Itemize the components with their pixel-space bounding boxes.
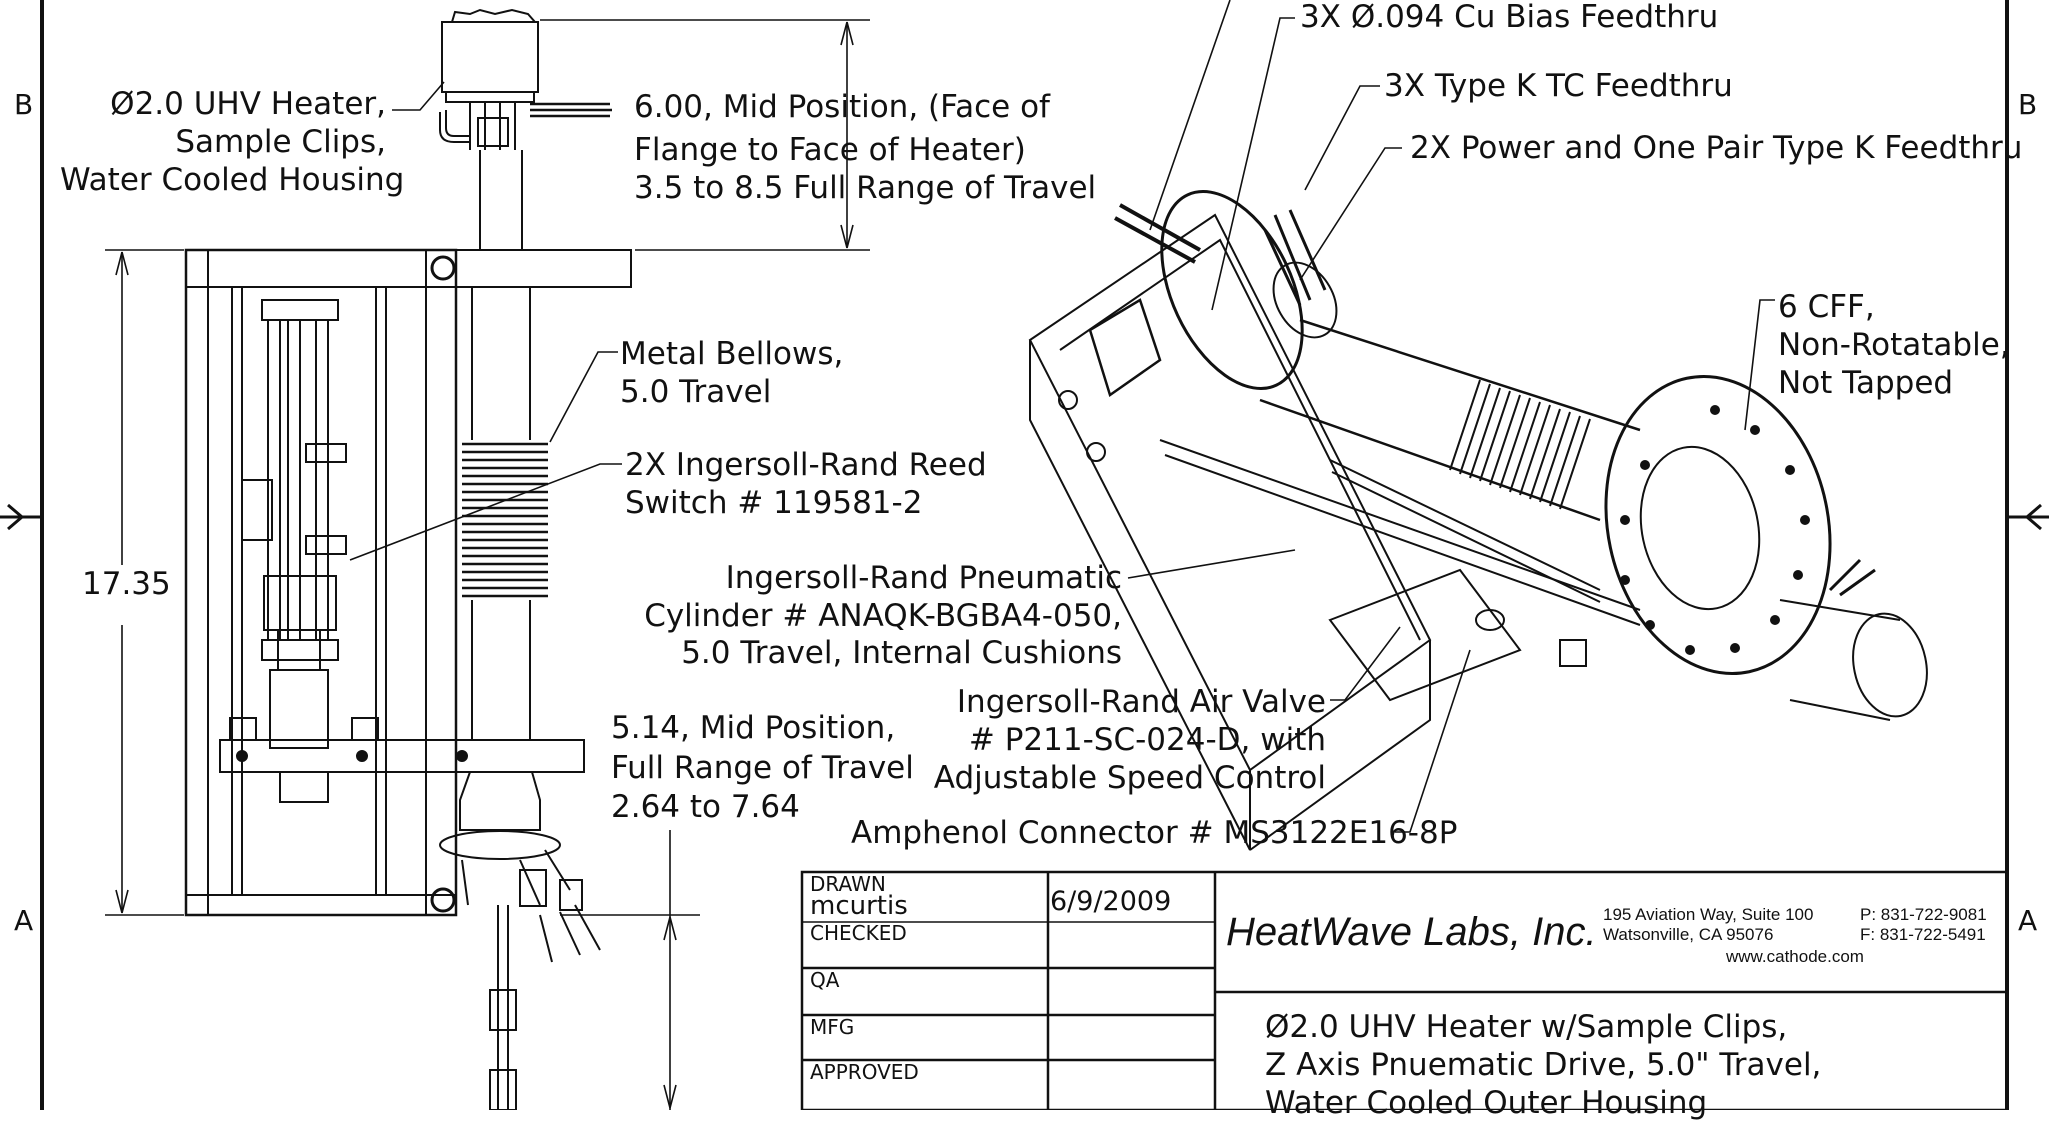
bellows-callout-line-1: Metal Bellows, — [620, 336, 844, 372]
checked-label: CHECKED — [810, 921, 907, 945]
bellows — [462, 442, 548, 598]
amphenol-callout: Amphenol Connector # MS3122E16-8P — [851, 815, 1458, 851]
heater-callout-line-2: Sample Clips, — [175, 124, 386, 160]
air-valve-callout-line-2: # P211-SC-024-D, with — [968, 722, 1326, 758]
website: www.cathode.com — [1726, 947, 1864, 966]
mid-position-callout-line-3: 3.5 to 8.5 Full Range of Travel — [634, 170, 1097, 206]
cff-callout-line-3: Not Tapped — [1778, 365, 1954, 401]
fax-number: F: 831-722-5491 — [1860, 925, 1986, 944]
drawing-title-line-2: Z Axis Pnuematic Drive, 5.0" Travel, — [1265, 1047, 1822, 1083]
drawn-label: DRAWN — [810, 872, 886, 896]
zone-a-right: A — [2018, 904, 2038, 937]
cff-callout-line-2: Non-Rotatable, — [1778, 327, 2010, 363]
mfg-label: MFG — [810, 1015, 855, 1039]
zone-b-right: B — [2018, 88, 2038, 121]
mid-position-callout-line-2: Flange to Face of Heater) — [634, 132, 1026, 168]
phone-number: P: 831-722-9081 — [1860, 905, 1987, 924]
drawing-title-line-3: Water Cooled Outer Housing — [1265, 1085, 1708, 1121]
reed-switch-callout-line-2: Switch # 119581-2 — [625, 485, 923, 521]
address-line-1: 195 Aviation Way, Suite 100 — [1603, 905, 1814, 924]
cylinder-callout-line-3: 5.0 Travel, Internal Cushions — [681, 635, 1122, 671]
tc-callout: 3X Type K TC Feedthru — [1384, 68, 1733, 104]
mid-position-callout-line-1: 6.00, Mid Position, (Face of — [634, 89, 1050, 125]
lower-mid-callout-line-2: Full Range of Travel — [611, 750, 914, 786]
side-view — [184, 8, 632, 1110]
zone-b-left: B — [14, 88, 34, 121]
cylinder-callout-line-2: Cylinder # ANAQK-BGBA4-050, — [644, 598, 1122, 634]
lower-mid-callout-line-1: 5.14, Mid Position, — [611, 710, 896, 746]
height-dimension: 17.35 — [82, 566, 171, 602]
lower-mid-callout-line-3: 2.64 to 7.64 — [611, 789, 800, 825]
dimensions — [105, 0, 1775, 1110]
heater-callout-line-3: Water Cooled Housing — [60, 162, 405, 198]
zone-a-left: A — [14, 904, 34, 937]
qa-label: QA — [810, 968, 840, 992]
isometric-view — [1028, 190, 1928, 851]
reed-switch-callout-line-1: 2X Ingersoll-Rand Reed — [625, 447, 987, 483]
bellows-callout-line-2: 5.0 Travel — [620, 374, 772, 410]
heater-callout-line-1: Ø2.0 UHV Heater, — [110, 86, 386, 122]
title-block-grid — [800, 870, 2009, 1110]
cff-callout-line-1: 6 CFF, — [1778, 289, 1875, 325]
company-name: HeatWave Labs, Inc. — [1226, 910, 1597, 954]
drawn-date: 6/9/2009 — [1050, 886, 1172, 917]
address-line-2: Watsonville, CA 95076 — [1603, 925, 1774, 944]
cu-bias-callout: 3X Ø.094 Cu Bias Feedthru — [1300, 0, 1719, 35]
air-valve-callout-line-3: Adjustable Speed Control — [933, 760, 1326, 796]
cylinder-callout-line-1: Ingersoll-Rand Pneumatic — [725, 560, 1122, 596]
power-callout: 2X Power and One Pair Type K Feedthru — [1410, 130, 2023, 166]
drawn-by: mcurtis — [810, 891, 908, 921]
air-valve-callout-line-1: Ingersoll-Rand Air Valve — [956, 684, 1326, 720]
approved-label: APPROVED — [810, 1060, 919, 1084]
drawing-title-line-1: Ø2.0 UHV Heater w/Sample Clips, — [1265, 1009, 1788, 1045]
